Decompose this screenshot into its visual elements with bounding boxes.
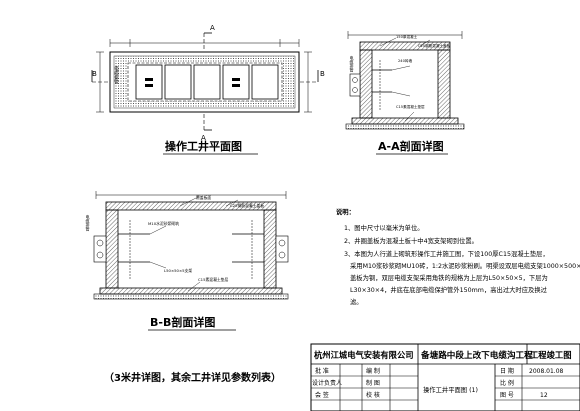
bb-label-bottom: C15素混凝土垫层 [198, 277, 228, 282]
tb-sheet-value: 12 [540, 392, 548, 399]
aa-label-cover: C25钢筋混凝土盖板 [418, 43, 451, 48]
tb-row2-k1: 设计负责人 [312, 379, 342, 387]
tb-row2-k2: 制 图 [366, 379, 380, 387]
footer-note: （3米井详图，其余工井详见参数列表） [104, 371, 281, 384]
plan-caption: 操作工井平面图 [165, 139, 242, 153]
title-block: 杭州江城电气安装有限公司 备塘路中段上改下电缆沟工程 工程竣工图 批 准 编 制… [310, 343, 580, 411]
aa-label-wall: 240砖墙 [398, 58, 412, 63]
note-line-7: 滤。 [350, 297, 363, 306]
bb-label-cover-top: 覆盖板面 [196, 195, 211, 200]
note-line-6: L30×30×4，井底在底部电缆保护管外150mm，高出过大时应及换过 [350, 285, 548, 294]
tb-drawing-name: 操作工井平面图 (1) [423, 385, 478, 394]
section-b-left-mark: B [92, 70, 97, 78]
notes-block: 说明： 1、图中尺寸以毫米为单位。 2、井圈盖板为混凝土板十中4宽支架砌到位置。… [336, 207, 580, 306]
section-a-top-mark: A [210, 24, 215, 32]
section-bb-view: 覆盖板面 C25钢筋混凝土盖板 M10水泥砂浆砌筑 L50×50×5支架 C15… [86, 191, 289, 331]
cover-plates [135, 64, 279, 100]
tb-row3-k2: 校 核 [366, 391, 380, 399]
bb-label-cover-plate: C25钢筋混凝土盖板 [230, 203, 264, 208]
bb-label-wall-note: M10水泥砂浆砌筑 [148, 221, 179, 226]
tb-date-label: 日 期 [500, 367, 514, 375]
section-aa-view: 150厚混凝土 C25钢筋混凝土盖板 240砖墙 C15素混凝土垫层 电缆排管 … [345, 31, 465, 155]
notes-heading: 说明： [336, 207, 355, 216]
plan-left-label: 电缆排管 [114, 65, 119, 86]
note-line-4: 采用M10浆砂浆砌MU10砖，1:2水泥砂浆粉刷。明渠设双层电缆支架1000×5… [350, 261, 580, 270]
tb-date-value: 2008.01.08 [529, 368, 564, 375]
note-line-5: 盖板为钢，双层电缆支架采用角铁的规格为上层为L50×50×5，下层为 [350, 273, 548, 282]
tb-row1-k2: 编 制 [366, 367, 380, 375]
tb-company: 杭州江城电气安装有限公司 [314, 350, 414, 360]
note-line-2: 2、井圈盖板为混凝土板十中4宽支架砌到位置。 [344, 236, 478, 245]
tb-scale-label: 比 例 [500, 379, 514, 387]
tb-stage: 工程竣工图 [530, 350, 572, 360]
aa-label-bottom: C15素混凝土垫层 [396, 104, 425, 109]
plan-view: A A B B 电缆排管 操作工井平面图 [91, 24, 325, 155]
tb-row1-k1: 批 准 [315, 367, 329, 375]
aa-caption: A-A剖面详图 [378, 139, 444, 153]
aa-label-top: 150厚混凝土 [396, 34, 418, 39]
bb-label-bracket: L50×50×5支架 [164, 268, 192, 273]
tb-row3-k1: 会 签 [315, 391, 329, 399]
section-a-bottom-mark: A [201, 134, 206, 142]
bb-caption: B-B剖面详图 [150, 315, 215, 329]
section-b-right-mark: B [320, 70, 325, 78]
aa-label-left: 电缆排管 [350, 55, 355, 73]
tb-project: 备塘路中段上改下电缆沟工程 [420, 349, 533, 361]
tb-sheet-label: 图 号 [500, 392, 514, 399]
note-line-3: 3、本图为人行道上砌筑形操作工井施工图，下设100厚C15混凝土垫层， [344, 249, 549, 258]
bb-label-left: 电缆排管 [86, 214, 91, 232]
note-line-1: 1、图中尺寸以毫米为单位。 [344, 223, 424, 232]
